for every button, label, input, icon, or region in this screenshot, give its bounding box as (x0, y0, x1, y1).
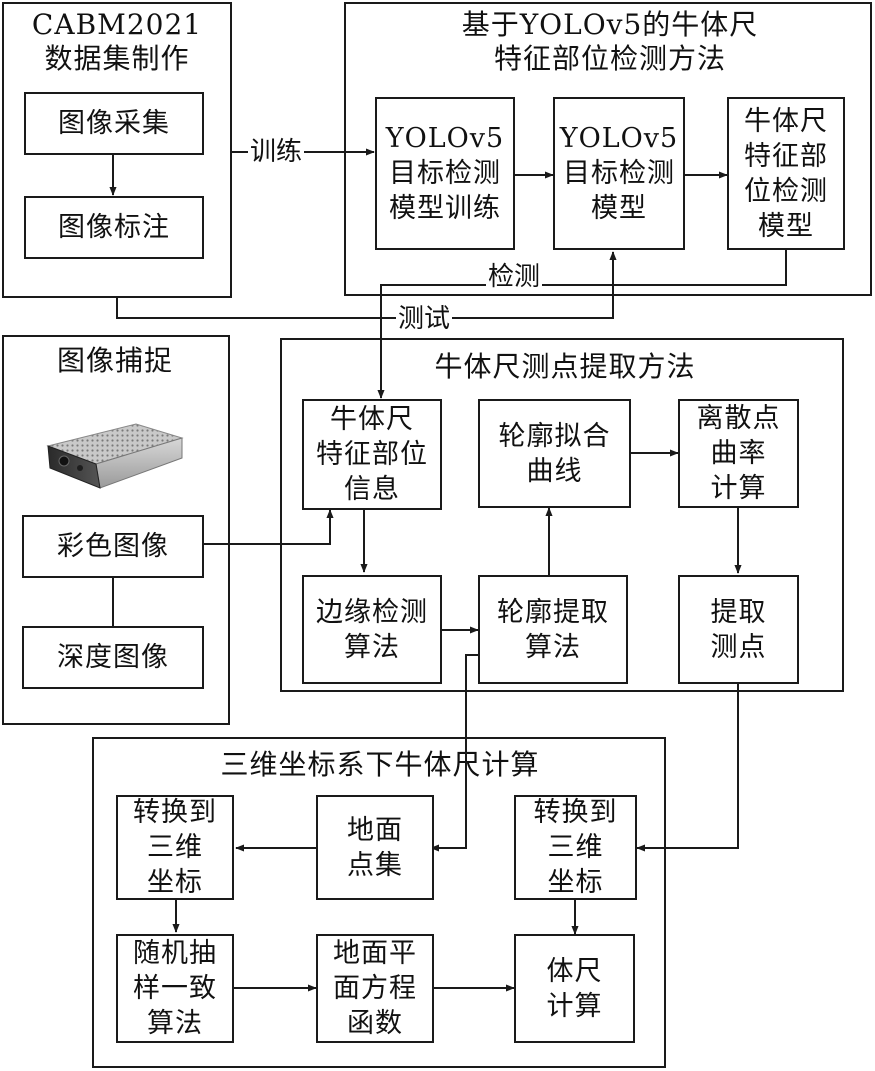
node-to3d-left: 转换到 三维 坐标 (116, 795, 234, 900)
node-color-image: 彩色图像 (22, 515, 204, 578)
node-yolo-model: YOLOv5 目标检测 模型 (553, 97, 685, 250)
edge-label-train: 训练 (248, 137, 305, 167)
group-extract-title: 牛体尺测点提取方法 (400, 350, 730, 384)
group-dataset (2, 2, 232, 298)
group-yolo-title: 基于YOLOv5的牛体尺 特征部位检测方法 (420, 8, 800, 76)
edge-points-to3d (636, 684, 739, 852)
group-capture-title: 图像捕捉 (20, 344, 210, 378)
node-measure-points: 提取 测点 (678, 575, 799, 684)
node-yolo-training: YOLOv5 目标检测 模型训练 (375, 97, 515, 250)
group-dataset-title: CABM2021 数据集制作 (10, 8, 224, 76)
node-image-annotate: 图像标注 (24, 196, 204, 259)
node-depth-image: 深度图像 (22, 626, 204, 689)
node-part-detect-model: 牛体尺 特征部 位检测 模型 (727, 97, 845, 250)
node-edge-detection: 边缘检测 算法 (302, 575, 442, 684)
node-contour-extract: 轮廓提取 算法 (478, 575, 628, 684)
group-compute-title: 三维坐标系下牛体尺计算 (180, 748, 580, 782)
group-capture (2, 335, 230, 725)
group-yolo (344, 2, 872, 296)
edge-label-detect: 检测 (486, 262, 543, 292)
edge-color-partinfo (204, 509, 334, 545)
group-compute (92, 737, 666, 1068)
depth-camera-icon (46, 423, 184, 489)
node-curvature: 离散点 曲率 计算 (678, 399, 799, 508)
node-image-collect: 图像采集 (24, 92, 204, 155)
node-body-size: 体尺 计算 (514, 934, 635, 1043)
node-plane-equation: 地面平 面方程 函数 (316, 934, 434, 1043)
node-ransac: 随机抽 样一致 算法 (116, 934, 234, 1043)
edge-detect (377, 250, 787, 399)
edge-label-test: 测试 (396, 304, 453, 334)
node-contour-fit: 轮廓拟合 曲线 (478, 399, 631, 508)
edge-contour-ground (430, 654, 478, 852)
node-part-info: 牛体尺 特征部位 信息 (302, 399, 442, 510)
group-extract (280, 338, 844, 692)
node-to3d-right: 转换到 三维 坐标 (514, 795, 637, 900)
node-ground-points: 地面 点集 (316, 795, 434, 900)
